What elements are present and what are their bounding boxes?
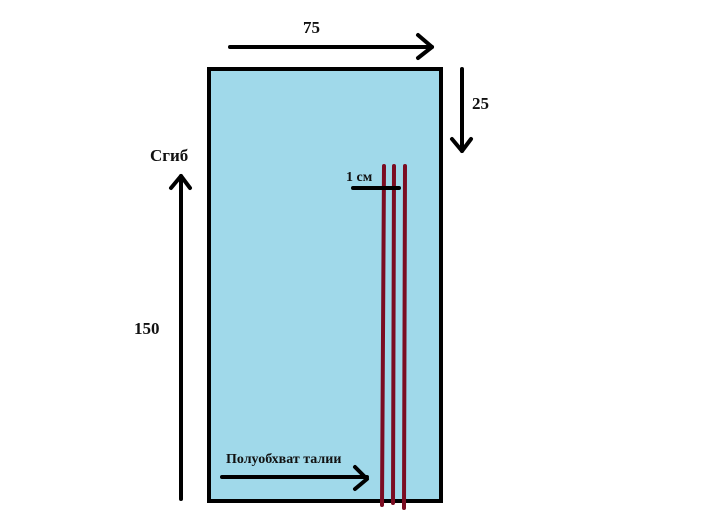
length-label: 150 (134, 319, 160, 338)
top-offset-arrow (450, 67, 473, 153)
seam-line-1 (380, 164, 386, 507)
width-arrow (228, 33, 434, 60)
seam-line-3 (402, 164, 407, 510)
seam-lines (380, 164, 407, 510)
top-offset-label: 25 (472, 94, 489, 113)
half-waist-arrow (220, 465, 369, 491)
fold-label: Сгиб (150, 146, 188, 165)
fold-length-arrow (169, 174, 192, 501)
seam-line-2 (391, 164, 396, 505)
one-cm-label: 1 см (346, 170, 373, 185)
half-waist-label: Полуобхват талии (226, 452, 341, 467)
width-label: 75 (303, 18, 320, 37)
